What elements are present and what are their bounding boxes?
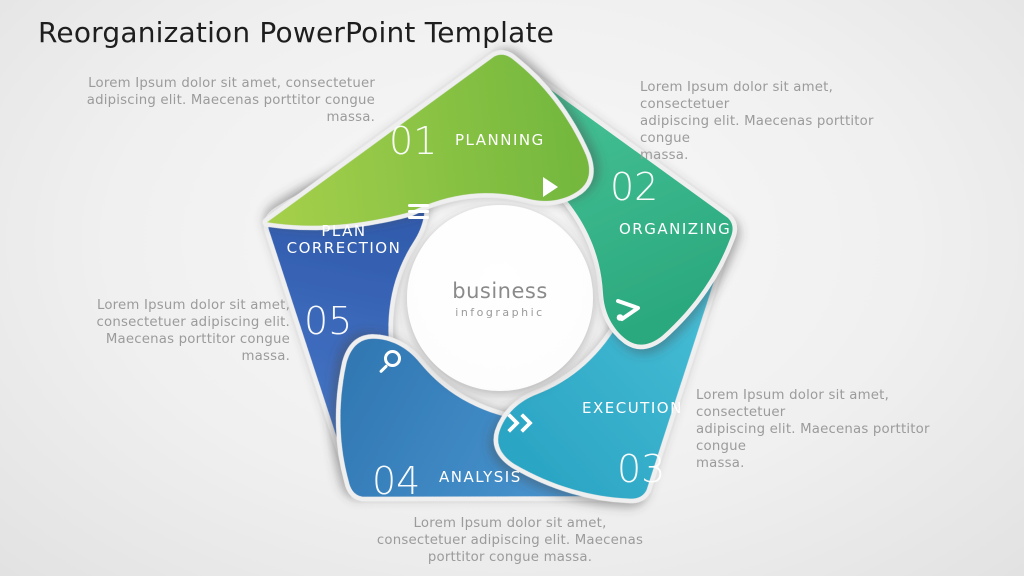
label-execution: EXECUTION <box>582 399 683 417</box>
step-number-01: 01 <box>389 119 438 163</box>
center-subtitle: infographic <box>455 306 545 319</box>
label-plan-correction: PLAN CORRECTION <box>286 222 402 258</box>
play-icon <box>543 177 558 197</box>
lorem-plan-correction: Lorem Ipsum dolor sit amet, consectetuer… <box>96 298 290 364</box>
slide-title: Reorganization PowerPoint Template <box>38 16 555 49</box>
step-number-04: 04 <box>372 459 421 503</box>
magnifier-icon <box>378 350 401 374</box>
lorem-planning: Lorem Ipsum dolor sit amet, consectetuer… <box>86 76 375 125</box>
step-number-05: 05 <box>304 299 353 343</box>
share-icon <box>616 299 640 321</box>
label-analysis: ANALYSIS <box>439 468 522 486</box>
step-number-02: 02 <box>610 165 659 209</box>
step-number-03: 03 <box>617 447 666 491</box>
center-circle <box>407 205 593 391</box>
center-title: business <box>452 279 548 303</box>
lorem-organizing: Lorem Ipsum dolor sit amet, consectetuer… <box>640 80 874 163</box>
lorem-analysis: Lorem Ipsum dolor sit amet, consectetuer… <box>376 516 644 565</box>
label-organizing: ORGANIZING <box>619 220 732 238</box>
label-planning: PLANNING <box>455 131 545 149</box>
lorem-execution: Lorem Ipsum dolor sit amet, consectetuer… <box>696 388 930 471</box>
menu-icon <box>408 204 429 220</box>
